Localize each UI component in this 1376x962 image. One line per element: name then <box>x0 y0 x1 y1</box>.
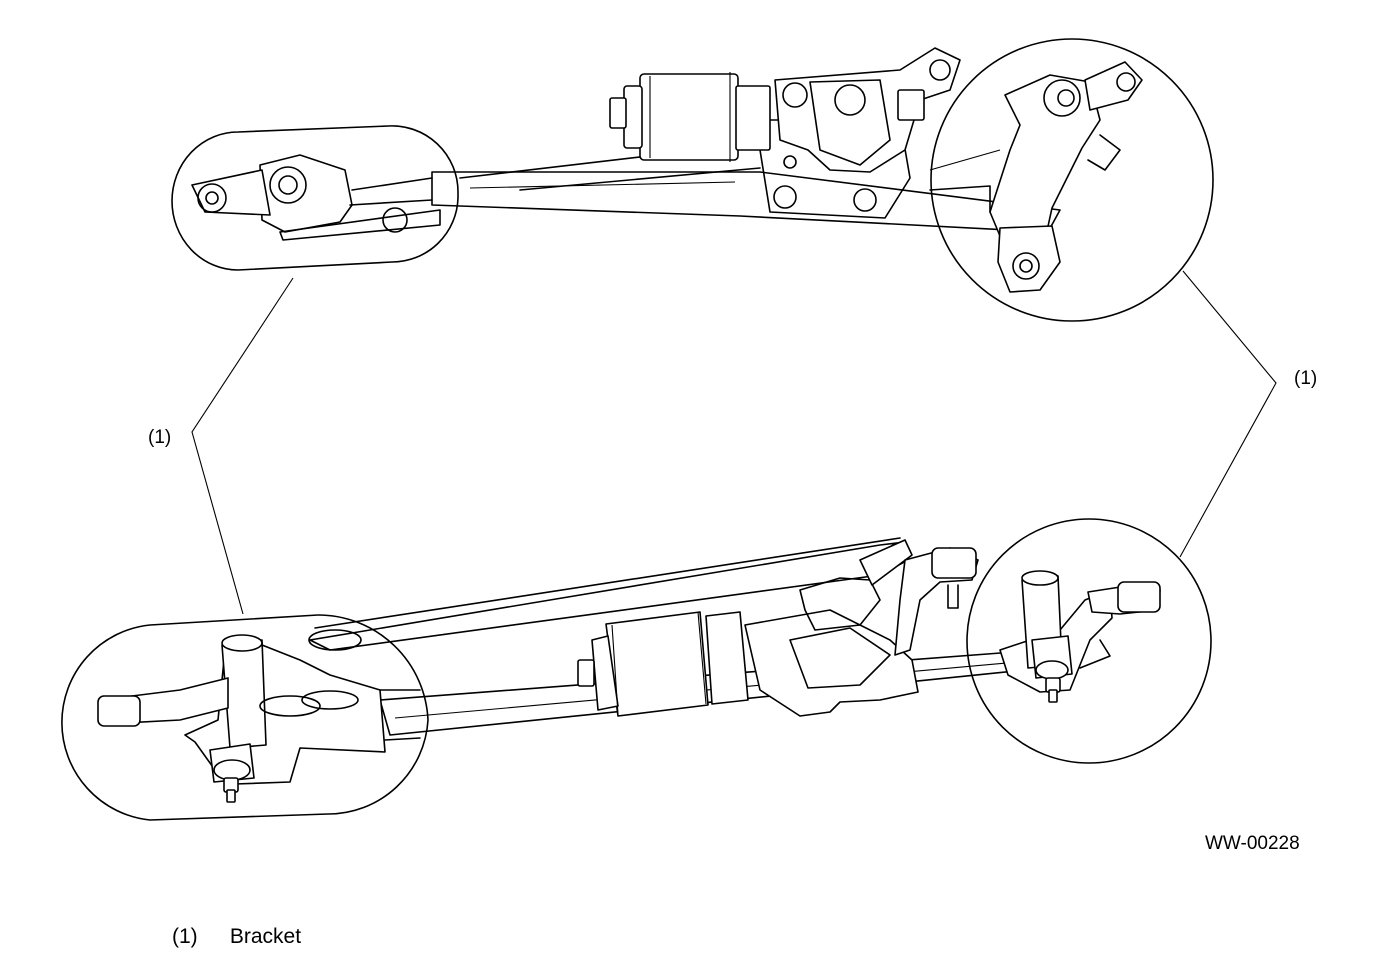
callout-label-left: (1) <box>148 427 172 448</box>
top-wiper-linkage-assembly <box>171 38 1214 322</box>
leader-line-left <box>191 277 294 615</box>
top-wiper-motor <box>609 72 771 162</box>
bottom-left-bracket-callout-outline <box>61 614 429 821</box>
callout-label-right: (1) <box>1294 368 1318 389</box>
leader-lines <box>191 270 1277 615</box>
bottom-wiper-motor <box>577 611 749 717</box>
legend-item-label: Bracket <box>229 925 302 948</box>
top-left-bracket-callout-outline <box>171 125 459 271</box>
leader-line-right <box>1179 270 1277 558</box>
bottom-wiper-linkage-assembly <box>61 518 1212 821</box>
top-right-bracket-callout-outline <box>930 38 1214 322</box>
legend-item-number: (1) <box>172 925 198 948</box>
bottom-right-bracket-callout-outline <box>966 518 1212 764</box>
legend: (1) Bracket <box>172 926 301 947</box>
figure-code: WW-00228 <box>1205 833 1300 854</box>
legend-item: (1) Bracket <box>172 926 301 947</box>
